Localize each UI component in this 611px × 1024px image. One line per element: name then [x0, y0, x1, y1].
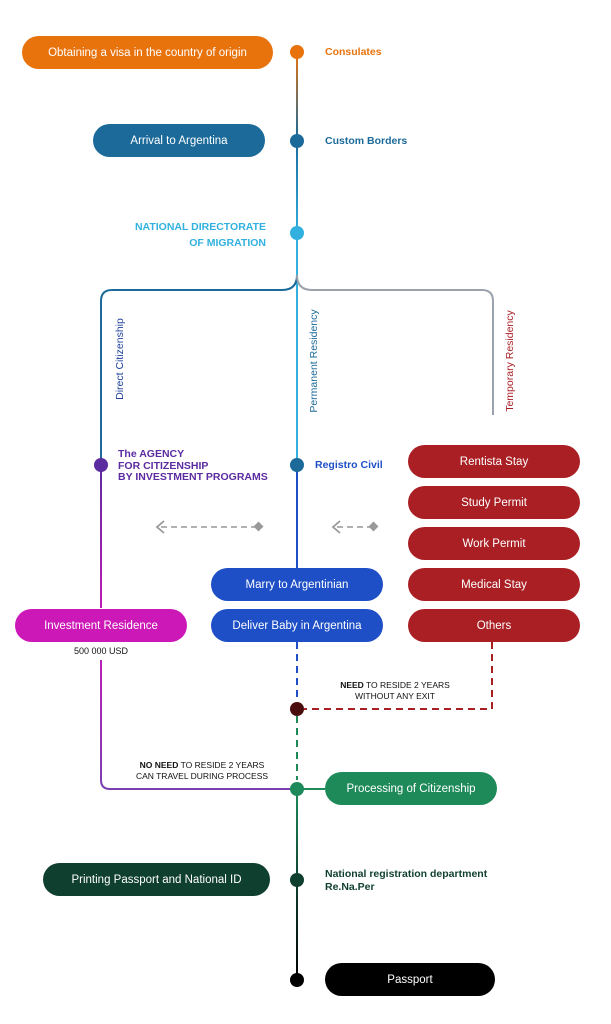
arrow-head-icon	[155, 520, 165, 534]
study-permit-pill[interactable]: Study Permit	[408, 486, 580, 519]
node-dot	[290, 873, 304, 887]
work-permit-pill[interactable]: Work Permit	[408, 527, 580, 560]
arrival-pill[interactable]: Arrival to Argentina	[93, 124, 265, 157]
renaper-label: National registration department Re.Na.P…	[325, 868, 487, 894]
need-line2: WITHOUT ANY EXIT	[355, 691, 435, 701]
others-pill[interactable]: Others	[408, 609, 580, 642]
connector-line	[296, 274, 494, 415]
node-dot	[290, 458, 304, 472]
rentista-stay-pill[interactable]: Rentista Stay	[408, 445, 580, 478]
node-dot	[94, 458, 108, 472]
renaper-line1: National registration department	[325, 868, 488, 880]
arrow-head-icon	[331, 520, 341, 534]
permanent-residency-label: Permanent Residency	[308, 309, 320, 413]
visa-pill[interactable]: Obtaining a visa in the country of origi…	[22, 36, 273, 69]
need-rest: TO RESIDE 2 YEARS	[363, 680, 450, 690]
no-need-reside-note: NO NEED TO RESIDE 2 YEARS CAN TRAVEL DUR…	[127, 760, 277, 782]
medical-stay-pill[interactable]: Medical Stay	[408, 568, 580, 601]
noneed-bold: NO NEED	[139, 760, 179, 770]
node-dot	[290, 226, 304, 240]
diamond-icon	[253, 521, 264, 532]
need-reside-note: NEED TO RESIDE 2 YEARS WITHOUT ANY EXIT	[320, 680, 470, 702]
investment-residence-pill[interactable]: Investment Residence	[15, 609, 187, 642]
renaper-line2: Re.Na.Per	[325, 881, 375, 893]
noneed-line2: CAN TRAVEL DURING PROCESS	[135, 771, 269, 781]
need-bold: NEED	[340, 680, 364, 690]
agency-line1: The AGENCY	[118, 448, 185, 460]
printing-passport-pill[interactable]: Printing Passport and National ID	[43, 863, 270, 896]
migration-line1: NATIONAL DIRECTORATE	[134, 221, 266, 233]
investment-amount: 500 000 USD	[74, 646, 129, 656]
processing-citizenship-pill[interactable]: Processing of Citizenship	[325, 772, 497, 805]
deliver-baby-pill[interactable]: Deliver Baby in Argentina	[211, 609, 383, 642]
direct-citizenship-label: Direct Citizenship	[114, 318, 126, 400]
connector-line	[100, 660, 297, 790]
node-dot	[290, 782, 304, 796]
consulates-label: Consulates	[325, 46, 382, 58]
dashed-connector	[304, 642, 493, 710]
node-dot	[290, 45, 304, 59]
node-dot	[290, 134, 304, 148]
connector-line	[100, 274, 298, 465]
agency-line2: FOR CITIZENSHIP	[118, 459, 209, 472]
node-dot	[290, 973, 304, 987]
migration-line2: OF MIGRATION	[189, 237, 266, 249]
custom-borders-label: Custom Borders	[325, 135, 408, 147]
temporary-residency-label: Temporary Residency	[504, 310, 516, 412]
node-dot	[290, 702, 304, 716]
migration-label: NATIONAL DIRECTORATE OF MIGRATION	[100, 219, 266, 251]
passport-pill[interactable]: Passport	[325, 963, 495, 996]
registro-civil-label: Registro Civil	[315, 459, 383, 471]
agency-label: The AGENCY FOR CITIZENSHIP BY INVESTMENT…	[118, 448, 268, 484]
noneed-rest: TO RESIDE 2 YEARS	[178, 760, 265, 770]
marry-argentinian-pill[interactable]: Marry to Argentinian	[211, 568, 383, 601]
agency-line3: BY INVESTMENT PROGRAMS	[118, 471, 268, 483]
diamond-icon	[368, 521, 379, 532]
